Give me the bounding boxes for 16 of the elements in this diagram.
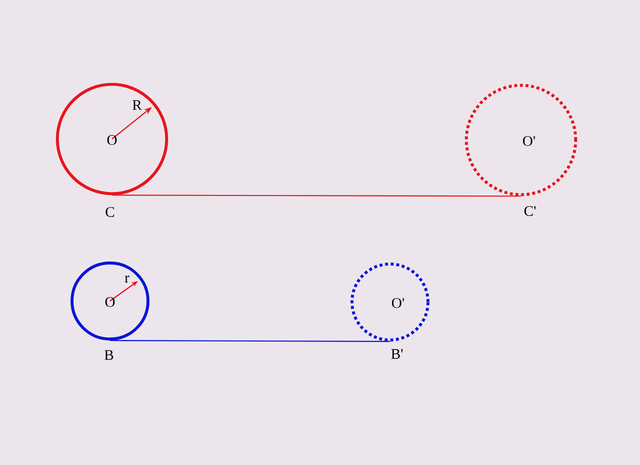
circle [56,82,168,196]
point-label: R [132,100,142,110]
point-label: C [106,207,114,217]
circle [464,84,578,196]
point-label: B' [391,349,403,359]
line [110,340,390,342]
center-label: O' [523,136,535,146]
center-label: O [105,297,115,307]
center-label: O' [392,298,404,308]
line [112,194,521,197]
circle [70,262,150,340]
point-label: B [104,350,114,360]
point-label: C' [524,206,536,216]
center-label: O [107,135,117,145]
circle [350,262,430,342]
point-label: r [124,276,130,282]
